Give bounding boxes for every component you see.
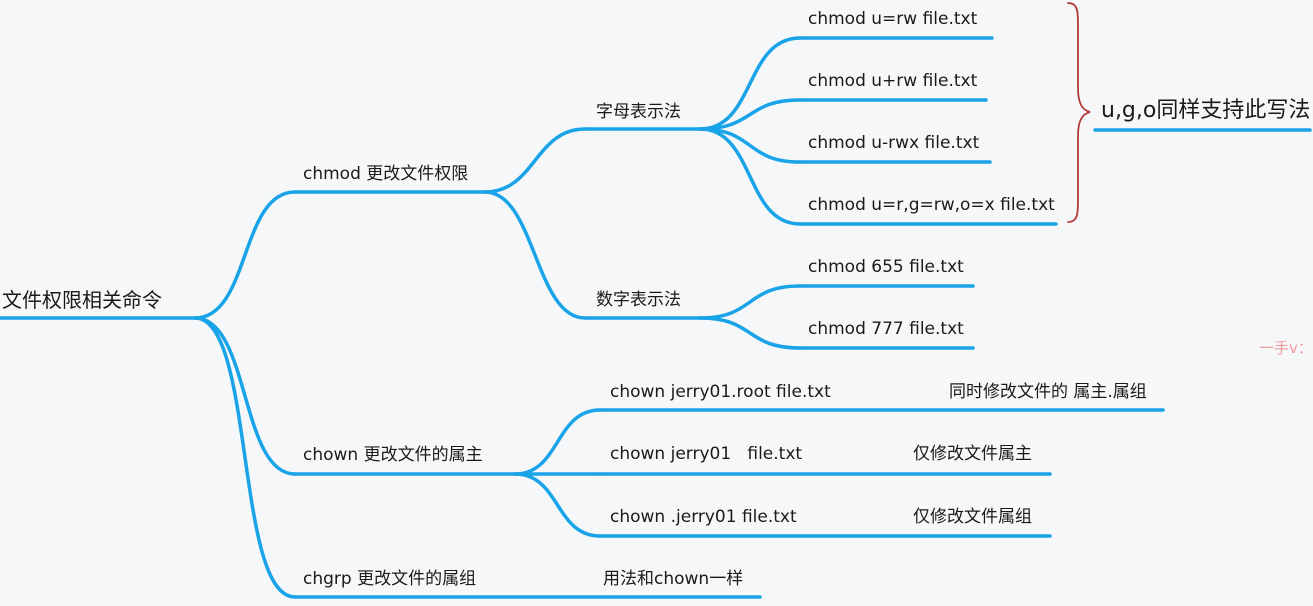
node-letter-item: chmod u-rwx file.txt (808, 133, 980, 153)
watermark-text: 一手v： (1259, 339, 1313, 357)
node-chmod: chmod 更改文件权限 (303, 164, 469, 184)
edge-chown-item-1 (513, 408, 602, 476)
node-chown-desc: 仅修改文件属主 (913, 444, 1032, 464)
node-chown: chown 更改文件的属主 (303, 445, 483, 465)
node-chgrp-desc: 用法和chown一样 (603, 569, 744, 589)
edge-chmod-numeric (483, 190, 587, 320)
node-numeric-notation: 数字表示法 (596, 290, 681, 310)
node-chown-desc: 同时修改文件的 属主.属组 (949, 382, 1147, 402)
edge-root-chgrp (193, 316, 297, 599)
edge-root-chown (193, 316, 297, 476)
edge-letter-item-4 (698, 127, 802, 226)
node-letter-item: chmod u=rw file.txt (808, 9, 978, 29)
node-numeric-item: chmod 777 file.txt (808, 319, 964, 339)
node-chown-item: chown jerry01 file.txt (610, 444, 803, 464)
edge-chmod-letter (483, 127, 587, 194)
root-topic: 文件权限相关命令 (2, 288, 162, 312)
edge-chown-item-3 (513, 472, 602, 538)
node-chgrp: chgrp 更改文件的属组 (303, 569, 477, 589)
edge-numeric-item-1 (698, 284, 802, 320)
edge-root-chmod (193, 190, 297, 320)
node-letter-notation: 字母表示法 (596, 102, 681, 122)
edge-numeric-item-2 (698, 316, 802, 350)
node-chown-item: chown jerry01.root file.txt (610, 382, 831, 402)
brace-shape (1067, 2, 1091, 223)
node-letter-item: chmod u+rw file.txt (808, 71, 978, 91)
node-chown-item: chown .jerry01 file.txt (610, 507, 797, 527)
edge-letter-item-1 (698, 36, 802, 131)
edge-letter-item-2 (698, 98, 802, 131)
brace-note: u,g,o同样支持此写法 (1101, 98, 1311, 123)
node-chown-desc: 仅修改文件属组 (913, 507, 1032, 527)
node-letter-item: chmod u=r,g=rw,o=x file.txt (808, 195, 1055, 215)
edge-letter-item-3 (698, 127, 802, 164)
node-numeric-item: chmod 655 file.txt (808, 257, 964, 277)
